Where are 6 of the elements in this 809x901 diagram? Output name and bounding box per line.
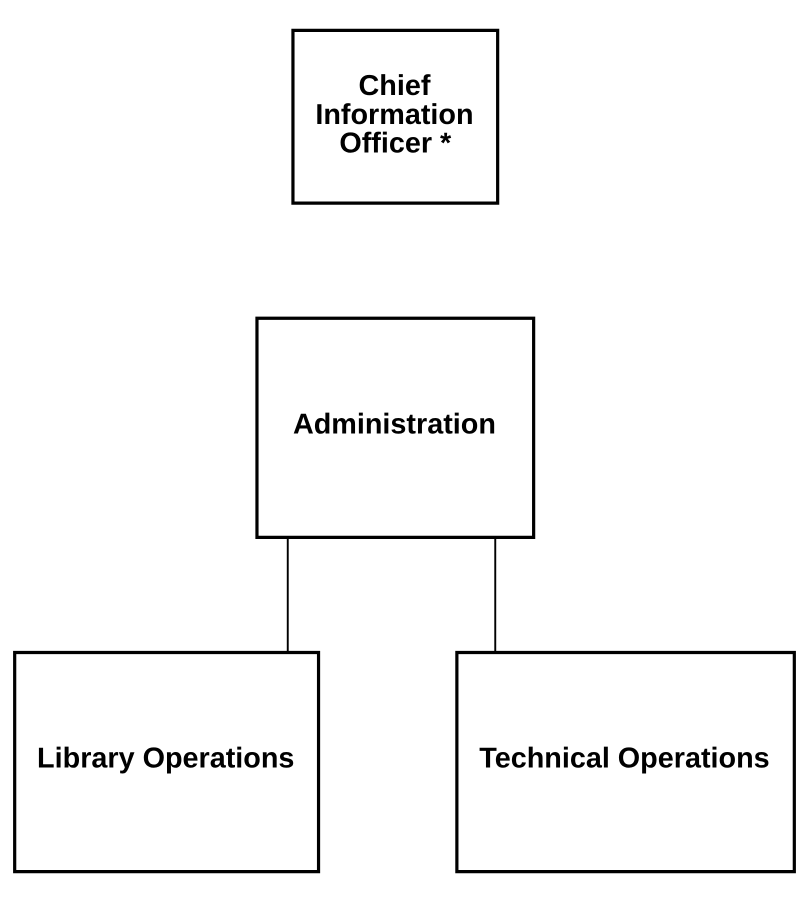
node-box: Administration bbox=[255, 316, 536, 538]
node-box: Library Operations bbox=[13, 650, 320, 873]
node-box: Chief Information Officer * bbox=[291, 28, 500, 204]
connector bbox=[286, 537, 289, 652]
connector bbox=[494, 537, 496, 652]
node-box: Technical Operations bbox=[455, 650, 796, 873]
